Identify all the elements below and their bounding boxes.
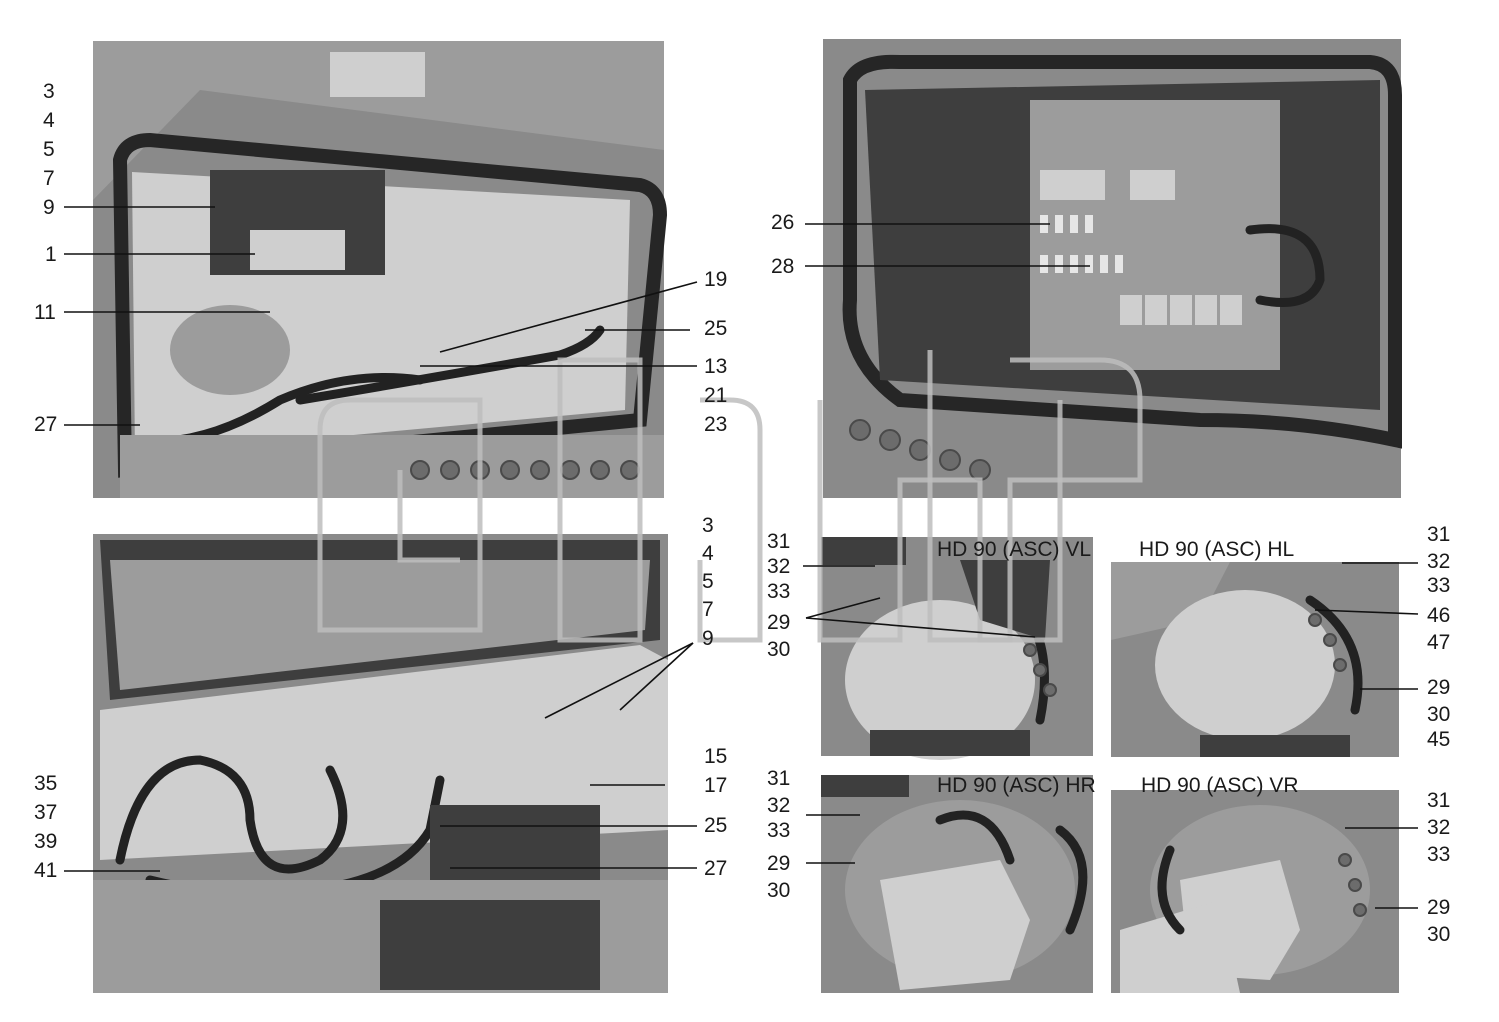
callout-46: 46 — [1427, 604, 1451, 627]
callout-32: 32 — [767, 794, 791, 817]
callout-25: 25 — [704, 317, 728, 340]
watermark-logo — [317, 350, 1143, 643]
callout-4: 4 — [43, 109, 55, 132]
callout-27: 27 — [704, 857, 728, 880]
photo-panel-hl — [1111, 562, 1399, 757]
callout-9: 9 — [702, 627, 714, 650]
photo-panel-bottom-left — [93, 534, 668, 993]
callout-5: 5 — [43, 138, 55, 161]
callout-30: 30 — [767, 638, 791, 661]
callout-4: 4 — [702, 542, 714, 565]
callout-11: 11 — [34, 301, 56, 324]
callout-30: 30 — [767, 879, 791, 902]
photo-panel-top-right — [823, 39, 1402, 498]
callout-29: 29 — [1427, 676, 1451, 699]
caption-hd90-hl: HD 90 (ASC) HL — [1139, 538, 1295, 561]
callout-5: 5 — [702, 570, 714, 593]
callout-29: 29 — [1427, 896, 1451, 919]
callout-32: 32 — [1427, 550, 1451, 573]
callout-45: 45 — [1427, 728, 1451, 751]
callout-15: 15 — [704, 745, 728, 768]
callout-32: 32 — [1427, 816, 1451, 839]
callout-33: 33 — [1427, 843, 1451, 866]
callout-37: 37 — [34, 801, 58, 824]
callout-29: 29 — [767, 852, 791, 875]
callout-19: 19 — [704, 268, 728, 291]
callout-13: 13 — [704, 355, 728, 378]
callout-30: 30 — [1427, 703, 1451, 726]
callout-27: 27 — [34, 413, 58, 436]
callout-21: 21 — [704, 384, 728, 407]
caption-hd90-hr: HD 90 (ASC) HR — [937, 774, 1096, 797]
leader-lines — [64, 206, 1419, 909]
callout-9: 9 — [43, 196, 55, 219]
callout-17: 17 — [704, 774, 728, 797]
callout-29: 29 — [767, 611, 791, 634]
callout-47: 47 — [1427, 631, 1451, 654]
photo-panel-hr — [821, 775, 1093, 993]
callout-31: 31 — [767, 530, 791, 553]
callout-41: 41 — [34, 859, 58, 882]
callout-30: 30 — [1427, 923, 1451, 946]
callout-32: 32 — [767, 555, 791, 578]
callout-33: 33 — [767, 819, 791, 842]
callout-33: 33 — [1427, 574, 1451, 597]
callout-33: 33 — [767, 580, 791, 603]
callout-7: 7 — [702, 598, 714, 621]
photo-panel-vr — [1111, 790, 1399, 993]
callout-26: 26 — [771, 211, 795, 234]
callout-28: 28 — [771, 255, 795, 278]
callout-7: 7 — [43, 167, 55, 190]
caption-hd90-vr: HD 90 (ASC) VR — [1141, 774, 1299, 797]
callout-31: 31 — [1427, 523, 1451, 546]
caption-hd90-vl: HD 90 (ASC) VL — [937, 538, 1092, 561]
callout-23: 23 — [704, 413, 728, 436]
callout-39: 39 — [34, 830, 58, 853]
callout-31: 31 — [1427, 789, 1451, 812]
callout-3: 3 — [43, 80, 55, 103]
callout-1: 1 — [45, 243, 57, 266]
photo-panel-top-left — [93, 41, 668, 498]
callout-3: 3 — [702, 514, 714, 537]
callout-31: 31 — [767, 767, 791, 790]
callout-25: 25 — [704, 814, 728, 837]
callout-35: 35 — [34, 772, 58, 795]
photo-panel-vl — [821, 537, 1093, 760]
